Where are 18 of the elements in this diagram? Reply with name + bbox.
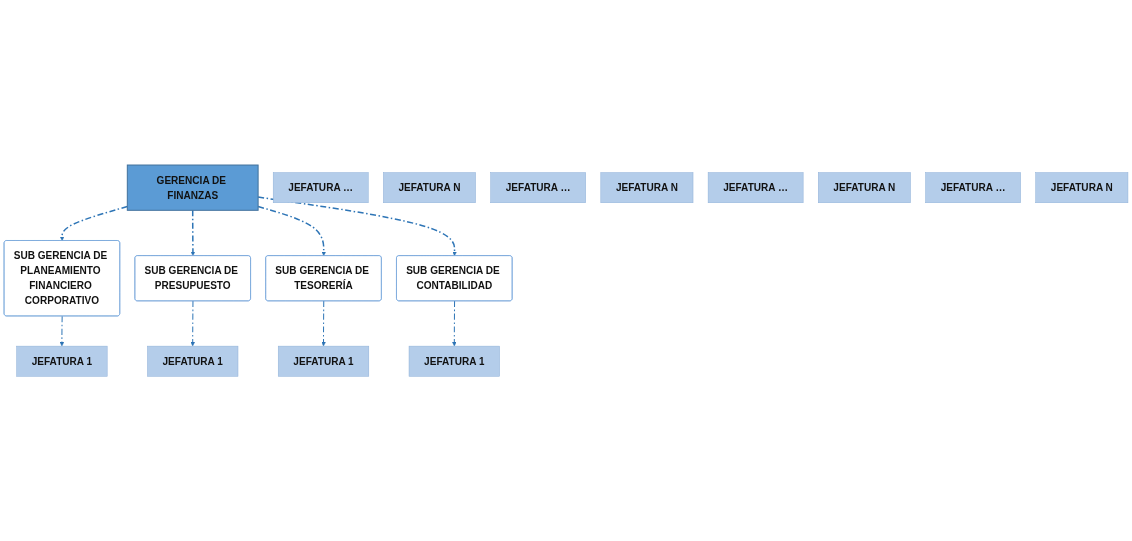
arrow xyxy=(190,209,196,256)
node-box: JEFATURA N xyxy=(1035,172,1129,203)
node-box: JEFATURA … xyxy=(272,172,369,203)
arrow xyxy=(452,300,457,347)
node-box: JEFATURA N xyxy=(818,172,911,203)
arrow xyxy=(321,300,326,347)
node-box: JEFATURA 1 xyxy=(147,345,239,377)
node-box: JEFATURA … xyxy=(707,172,804,203)
node-box: JEFATURA N xyxy=(600,172,694,203)
node-box: JEFATURA … xyxy=(490,172,586,203)
node-box: GERENCIA DE FINANZAS xyxy=(126,164,259,211)
arrow xyxy=(190,300,195,347)
node-box: JEFATURA 1 xyxy=(16,345,108,377)
arrow xyxy=(59,315,65,347)
node-box: JEFATURA … xyxy=(925,172,1021,203)
node-box: JEFATURA 1 xyxy=(278,345,370,377)
node-box: JEFATURA 1 xyxy=(408,345,500,377)
node-box: JEFATURA N xyxy=(383,172,476,203)
